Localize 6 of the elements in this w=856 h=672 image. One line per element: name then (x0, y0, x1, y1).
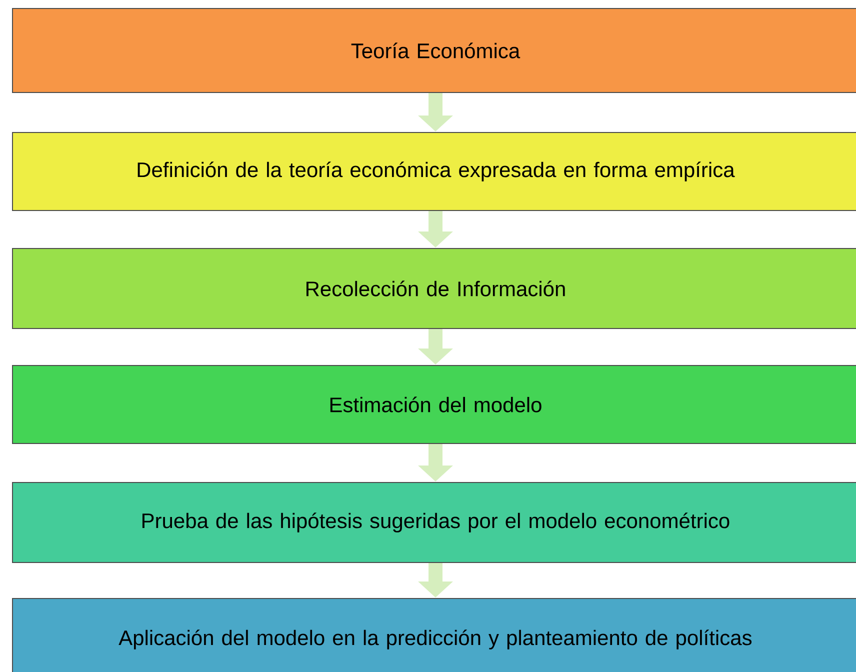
process-box: Estimación del modelo (12, 365, 856, 444)
process-box: Definición de la teoría económica expresada en forma empírica (12, 132, 856, 211)
process-box: Recolección de Información (12, 248, 856, 329)
process-box: Teoría Económica (12, 8, 856, 93)
process-box: Prueba de las hipótesis sugeridas por el modelo econométrico (12, 482, 856, 563)
process-box: Aplicación del modelo en la predicción y planteamiento de políticas (12, 598, 856, 672)
